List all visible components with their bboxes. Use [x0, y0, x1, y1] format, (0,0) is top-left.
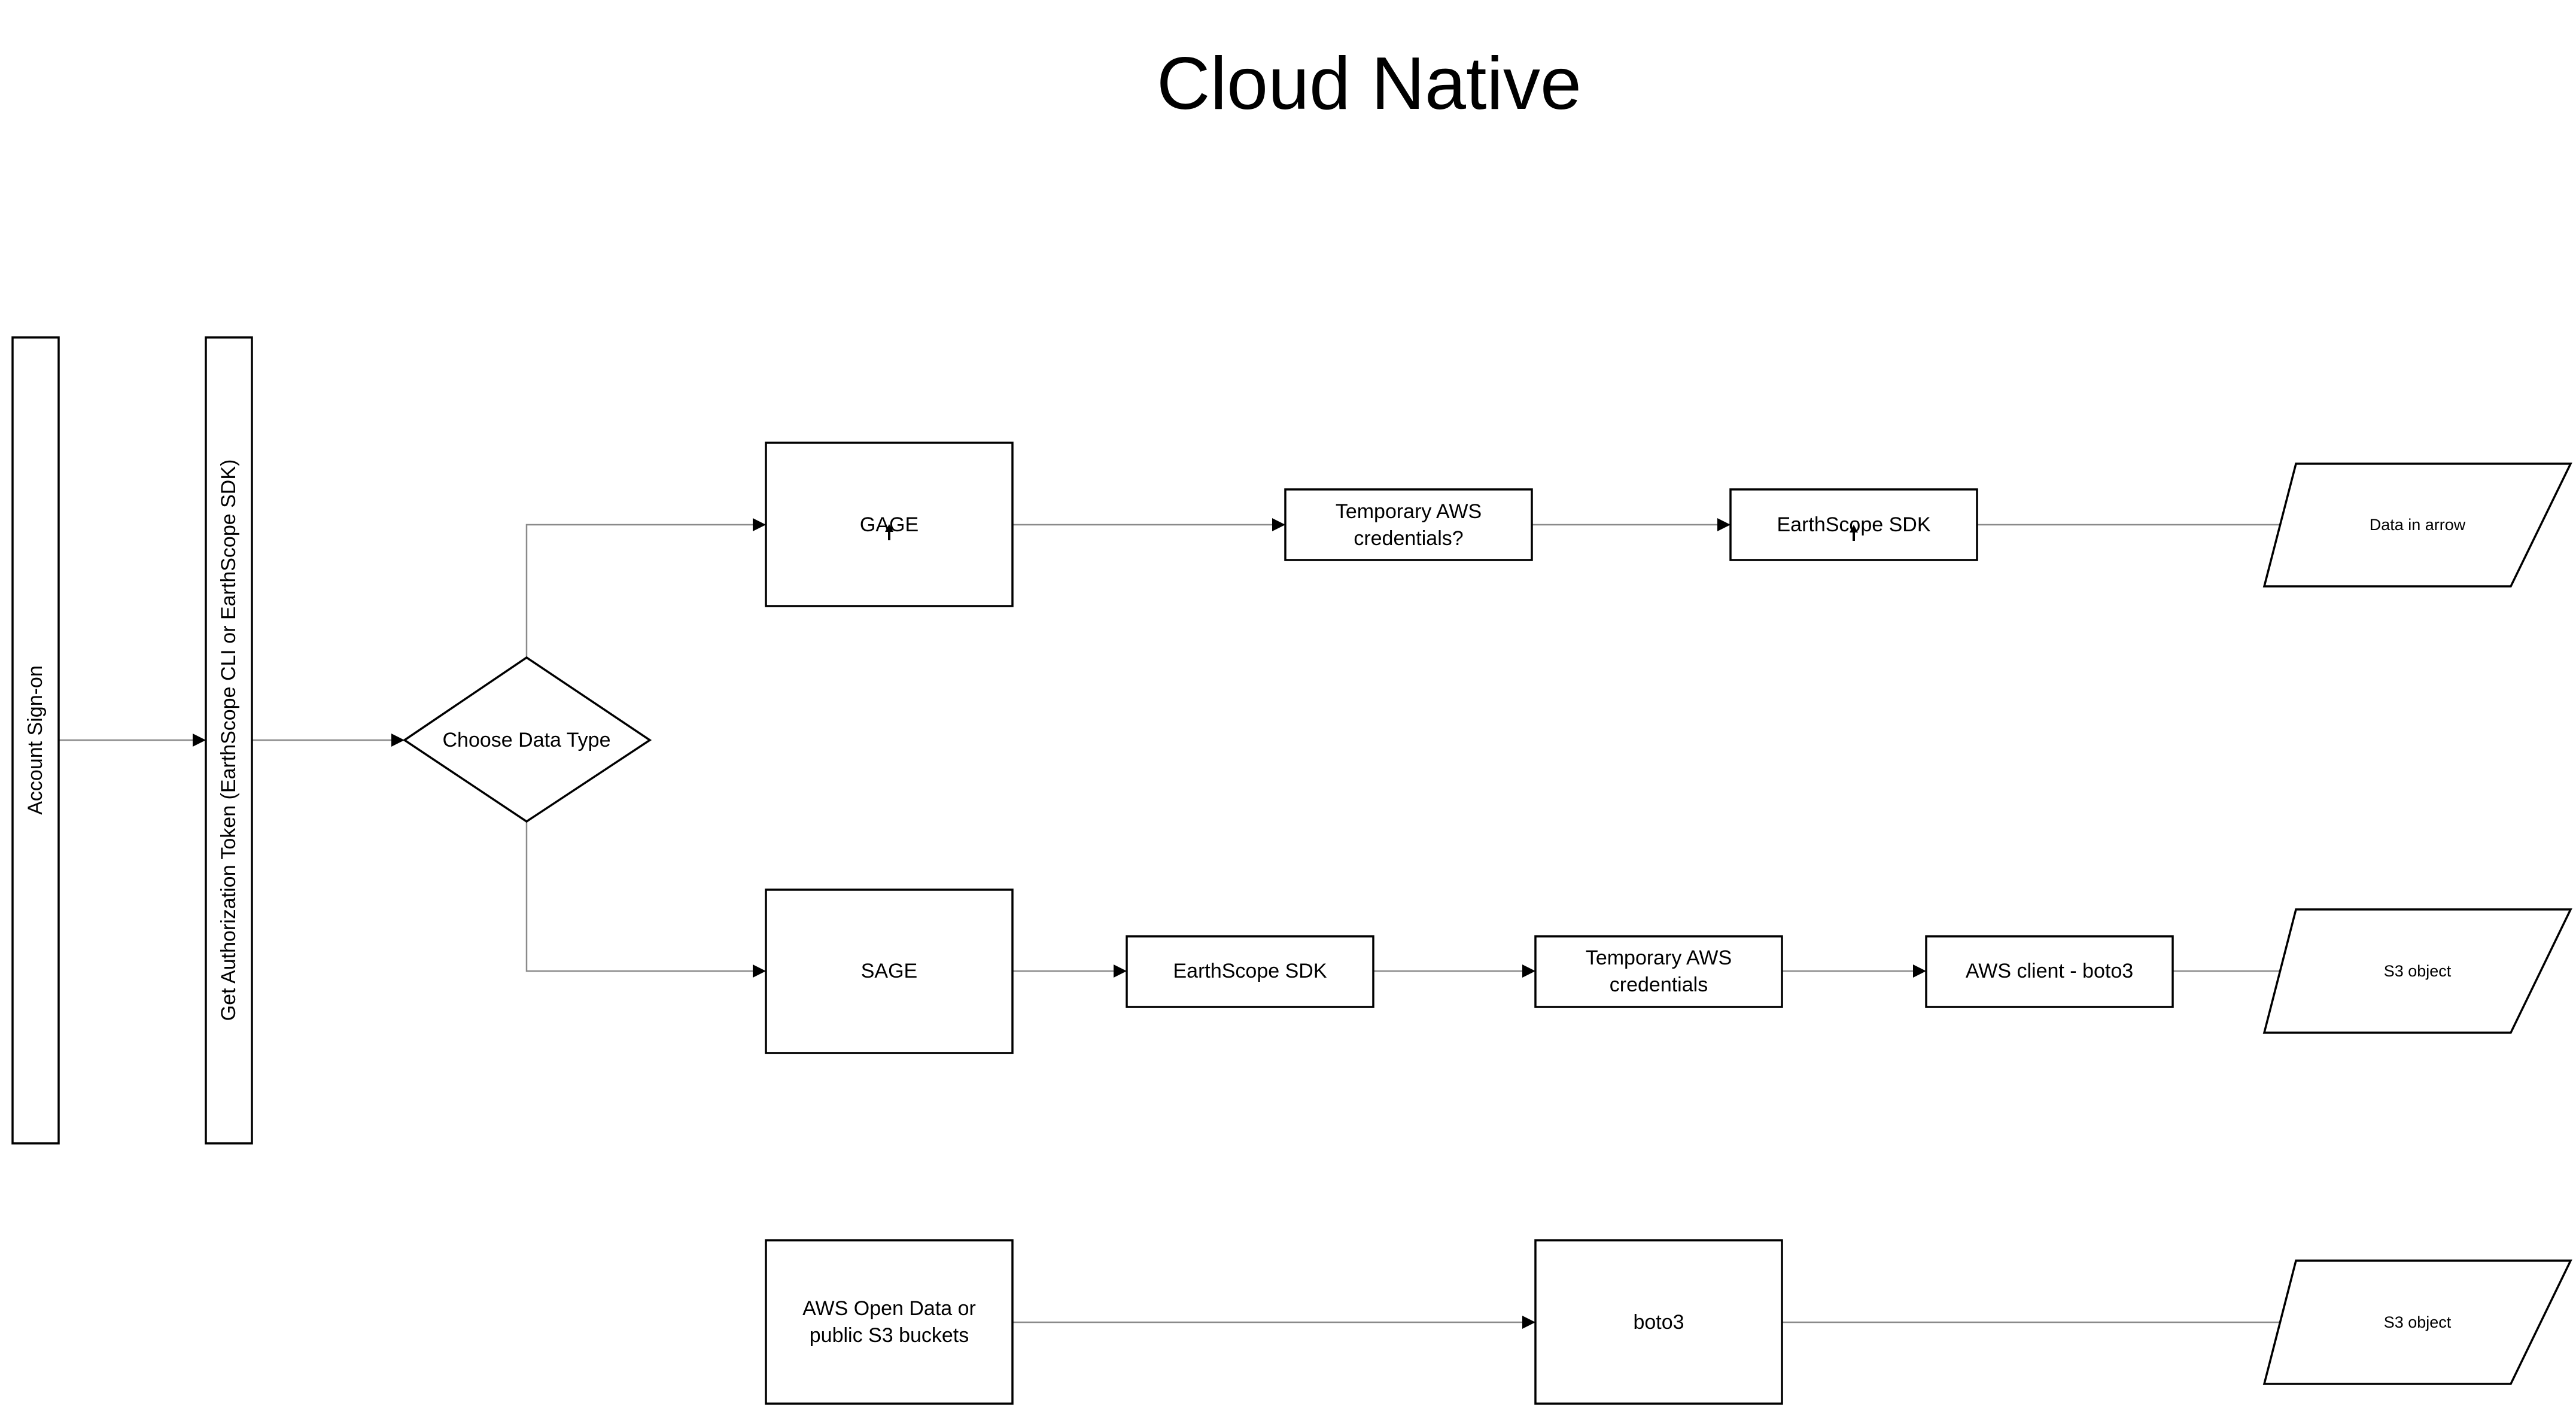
- node-auth-token-label: Get Authorization Token (EarthScope CLI …: [217, 460, 240, 1021]
- edge-choose-to-gage: [525, 518, 766, 658]
- node-sage-aws-client-label: AWS client - boto3: [1966, 960, 2133, 982]
- node-auth-token[interactable]: Get Authorization Token (EarthScope CLI …: [205, 336, 253, 1145]
- edge-choose-to-sage: [525, 821, 766, 978]
- cursor-icon: [885, 524, 893, 540]
- node-choose-data-type[interactable]: Choose Data Type: [402, 656, 652, 823]
- node-gage-output-label: Data in arrow: [2370, 516, 2466, 534]
- node-boto3[interactable]: boto3: [1534, 1239, 1783, 1405]
- node-aws-open-data[interactable]: AWS Open Data or public S3 buckets: [765, 1239, 1014, 1405]
- connectors: [36, 518, 2296, 1329]
- node-sage-temp-credentials-line2: credentials: [1610, 973, 1708, 996]
- node-sage-output[interactable]: S3 object: [2262, 908, 2572, 1034]
- node-gage-output[interactable]: Data in arrow: [2262, 462, 2572, 588]
- node-sage-temp-credentials-line1: Temporary AWS: [1586, 947, 1732, 969]
- node-sage-earthscope-sdk-label: EarthScope SDK: [1173, 960, 1327, 982]
- node-account-signon-label: Account Sign-on: [24, 665, 47, 815]
- node-open-output[interactable]: S3 object: [2262, 1259, 2572, 1385]
- node-account-signon[interactable]: Account Sign-on: [11, 336, 60, 1145]
- node-sage-label: SAGE: [861, 960, 917, 982]
- node-sage-output-label: S3 object: [2384, 962, 2452, 980]
- node-sage-temp-credentials[interactable]: Temporary AWS credentials: [1534, 935, 1783, 1008]
- node-gage-temp-credentials[interactable]: Temporary AWS credentials?: [1284, 488, 1533, 561]
- node-aws-open-data-line2: public S3 buckets: [810, 1324, 969, 1347]
- node-gage-earthscope-sdk[interactable]: EarthScope SDK: [1729, 488, 1978, 561]
- node-sage[interactable]: SAGE: [765, 888, 1014, 1054]
- node-choose-data-type-label: Choose Data Type: [443, 729, 611, 751]
- page-title: Cloud Native: [1157, 42, 1582, 125]
- node-open-output-label: S3 object: [2384, 1313, 2452, 1331]
- node-sage-earthscope-sdk[interactable]: EarthScope SDK: [1126, 935, 1374, 1008]
- node-gage[interactable]: GAGE: [765, 442, 1014, 607]
- node-gage-temp-credentials-line1: Temporary AWS: [1336, 500, 1482, 523]
- node-sage-aws-client[interactable]: AWS client - boto3: [1925, 935, 2174, 1008]
- node-gage-temp-credentials-line2: credentials?: [1354, 527, 1463, 550]
- cursor-icon: [1850, 525, 1858, 541]
- node-aws-open-data-line1: AWS Open Data or: [802, 1297, 976, 1320]
- node-boto3-label: boto3: [1633, 1311, 1684, 1334]
